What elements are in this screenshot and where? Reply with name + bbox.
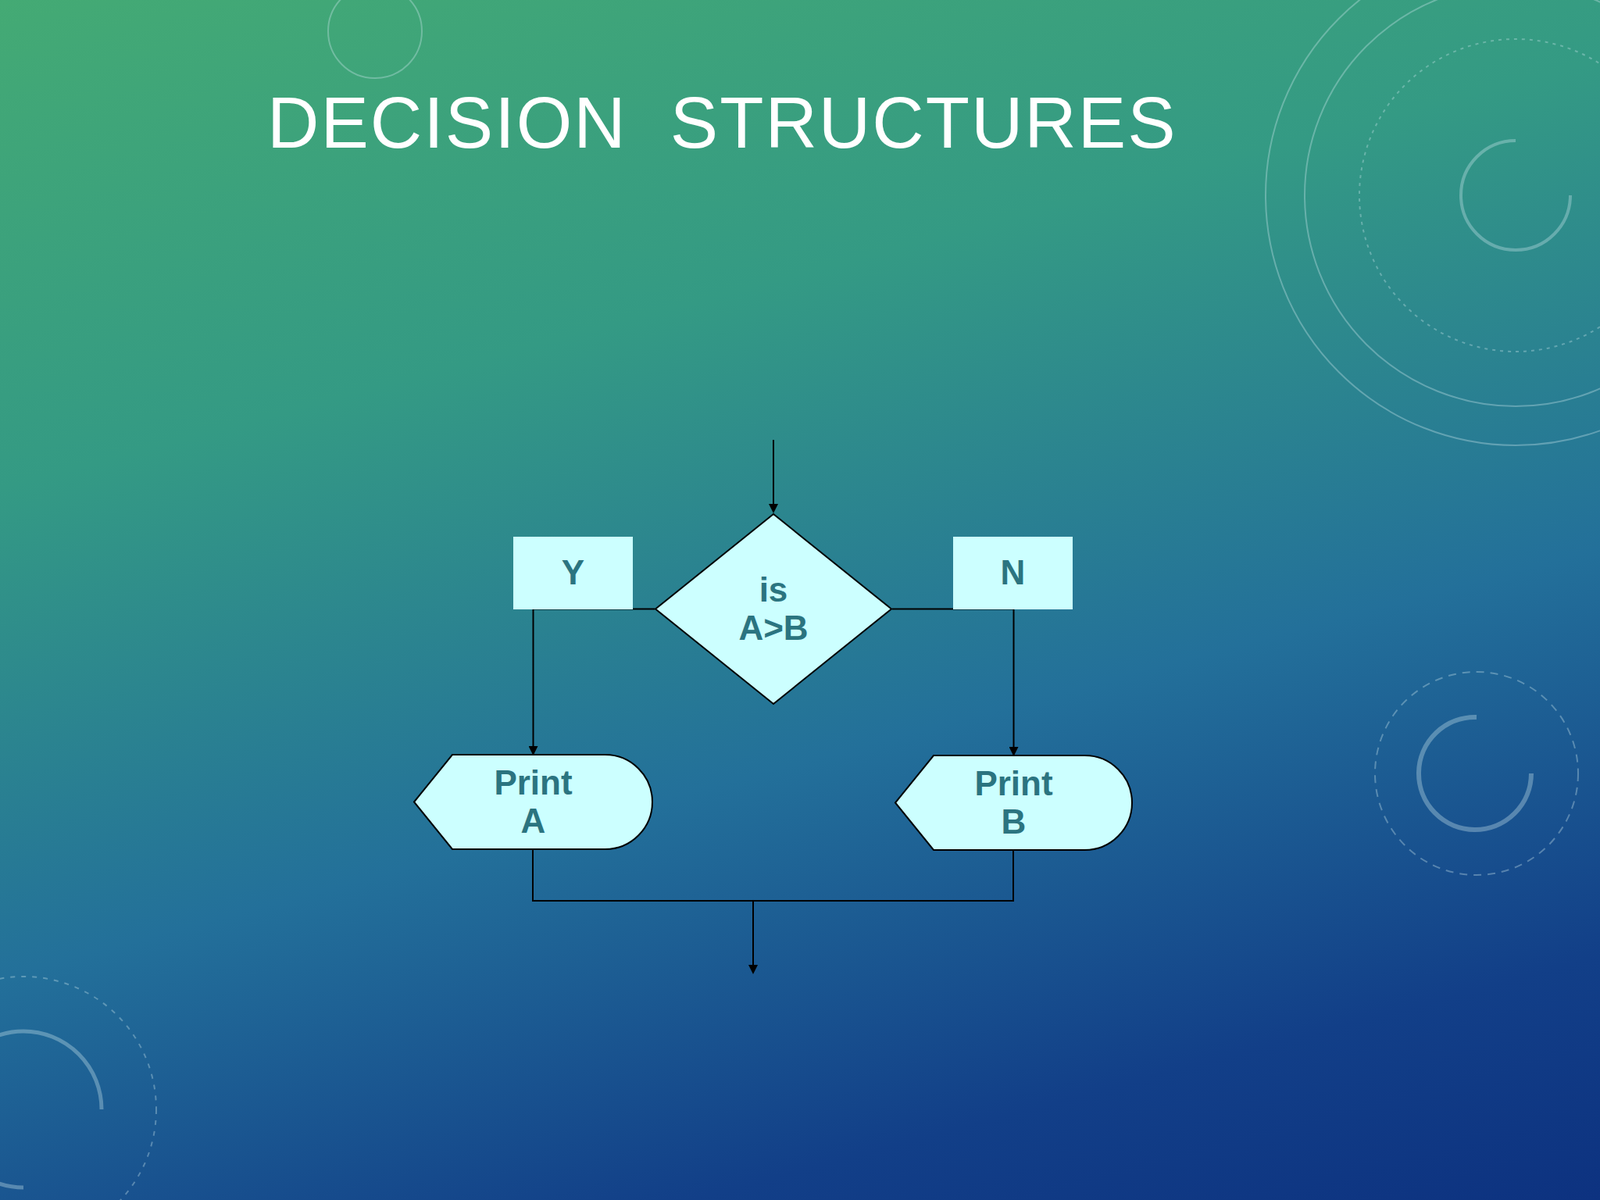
node-text: Print A	[478, 764, 589, 840]
label-box: Y	[513, 536, 633, 610]
slide-title: DECISION STRUCTURES	[267, 82, 1178, 165]
display-box: Print A	[413, 753, 654, 850]
label-box: N	[953, 536, 1073, 610]
flow-connector	[533, 609, 656, 755]
node-text: Print B	[959, 764, 1069, 841]
flow-connector	[892, 609, 1015, 756]
node-text: is A>B	[722, 571, 825, 647]
decision-diamond: is A>B	[654, 513, 893, 705]
display-box: Print B	[894, 754, 1133, 851]
node-text: N	[1000, 553, 1026, 592]
node-text: Y	[561, 553, 585, 592]
